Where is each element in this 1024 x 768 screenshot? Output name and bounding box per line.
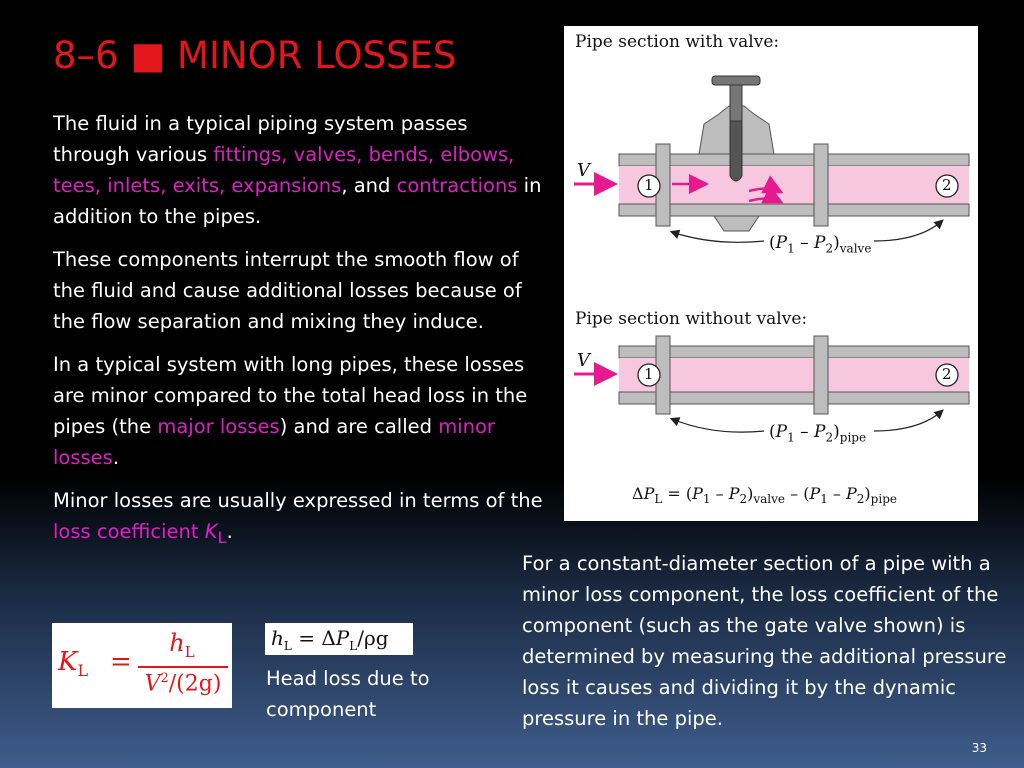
loss-coefficient-equation: KL = hL V2/(2g) bbox=[52, 623, 232, 708]
kl-lhs: KL bbox=[58, 647, 89, 681]
pipe-with-valve bbox=[574, 75, 970, 243]
head-loss-equation: hL = ΔPL/ρg bbox=[265, 623, 413, 655]
right-paragraph: For a constant-diameter section of a pip… bbox=[522, 552, 1007, 730]
paragraph-4: Minor losses are usually expressed in te… bbox=[53, 489, 543, 547]
kl-fraction-bar bbox=[138, 666, 228, 668]
paragraph-3: In a typical system with long pipes, the… bbox=[53, 353, 528, 469]
valve-figure: Pipe section with valve: Pipe section wi… bbox=[564, 26, 978, 521]
label-pipe-without-valve: Pipe section without valve: bbox=[575, 309, 808, 329]
station-1-bottom: 1 bbox=[644, 365, 654, 383]
slide-title: 8–6 ■ MINOR LOSSES bbox=[53, 34, 457, 77]
head-loss-caption: Head loss due to component bbox=[266, 667, 430, 721]
highlight-contractions: contractions bbox=[396, 174, 518, 197]
velocity-label-bottom: V bbox=[577, 350, 590, 371]
station-2-bottom: 2 bbox=[942, 365, 952, 383]
station-2-top: 2 bbox=[942, 176, 952, 194]
paragraph-2: These components interrupt the smooth fl… bbox=[53, 248, 522, 333]
delta-p-equation: ΔPL = (P1 – P2)valve – (P1 – P2)pipe bbox=[632, 484, 897, 507]
paragraph-1: The fluid in a typical piping system pas… bbox=[53, 112, 542, 228]
highlight-loss-coefficient: loss coefficient KL bbox=[53, 520, 227, 547]
pipe-without-valve bbox=[574, 335, 970, 433]
velocity-label-top: V bbox=[577, 160, 590, 181]
station-1-top: 1 bbox=[644, 176, 654, 194]
pressure-drop-valve: (P1 – P2)valve bbox=[769, 233, 872, 256]
kl-denominator: V2/(2g) bbox=[144, 671, 222, 697]
highlight-fittings: fittings, valves, bends, elbows, tees, i… bbox=[53, 143, 515, 197]
pipe-diagram bbox=[574, 75, 970, 433]
highlight-major-losses: major losses bbox=[157, 415, 280, 438]
page-number: 33 bbox=[971, 741, 987, 755]
kl-numerator: hL bbox=[169, 629, 195, 661]
body-text: The fluid in a typical piping system pas… bbox=[53, 108, 543, 565]
highlight-minor-losses: minor losses bbox=[53, 415, 495, 469]
pressure-drop-pipe: (P1 – P2)pipe bbox=[769, 422, 867, 445]
kl-equals: = bbox=[110, 647, 132, 677]
label-pipe-with-valve: Pipe section with valve: bbox=[575, 32, 780, 52]
